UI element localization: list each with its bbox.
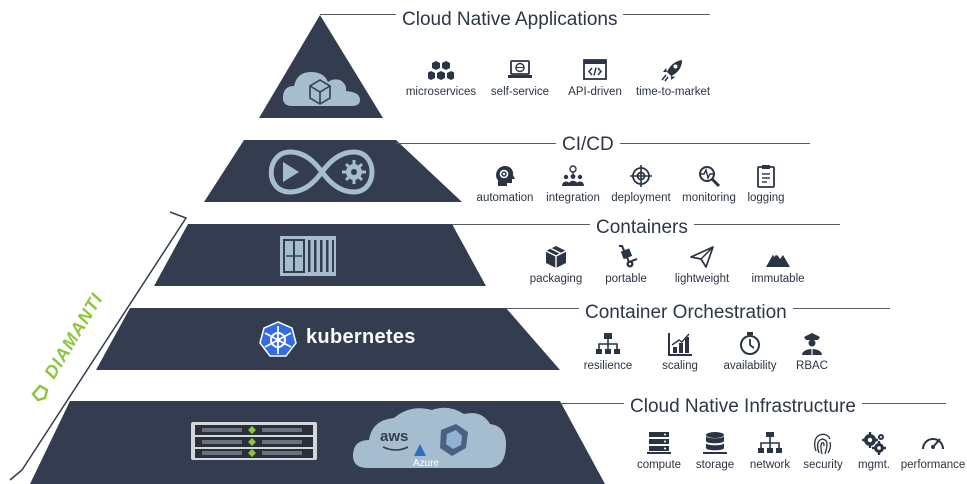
feature-item: immutable bbox=[733, 245, 823, 286]
server-rack-icon bbox=[191, 422, 317, 460]
feature-item: time-to-market bbox=[628, 58, 718, 99]
diamanti-bracket bbox=[9, 211, 188, 481]
kubernetes-wordmark: kubernetes bbox=[306, 326, 416, 348]
feature-item: performance bbox=[888, 431, 967, 472]
speedometer-icon bbox=[922, 438, 944, 450]
feature-label: compute bbox=[636, 459, 682, 471]
tier-4-title: Container Orchestration bbox=[579, 302, 793, 324]
tier-5-title: Cloud Native Infrastructure bbox=[624, 396, 862, 418]
feature-item: automation bbox=[460, 164, 550, 205]
network-tree-icon bbox=[758, 432, 782, 453]
feature-label: storage bbox=[695, 459, 735, 471]
head-gear-icon bbox=[496, 165, 515, 186]
feature-item: API-driven bbox=[550, 58, 640, 99]
laptop-globe-icon bbox=[508, 60, 532, 78]
rocket-icon bbox=[661, 60, 682, 82]
feature-label: availability bbox=[723, 360, 777, 372]
gears-icon bbox=[862, 432, 886, 455]
feature-label: integration bbox=[546, 192, 600, 204]
feature-label: monitoring bbox=[682, 192, 736, 204]
feature-label: mgmt. bbox=[858, 459, 890, 471]
shipping-container-icon bbox=[280, 236, 336, 276]
tier-5-shape bbox=[30, 401, 605, 484]
feature-label: immutable bbox=[751, 273, 805, 285]
diamanti-logo-icon bbox=[31, 384, 49, 402]
tier-4-shape bbox=[96, 308, 560, 370]
feature-label: time-to-market bbox=[635, 86, 711, 98]
feature-item: monitoring bbox=[664, 164, 754, 205]
officer-icon bbox=[802, 333, 822, 355]
feature-item: lightweight bbox=[657, 245, 747, 286]
feature-item: mgmt. bbox=[829, 431, 919, 472]
server-stack-icon bbox=[647, 432, 671, 454]
feature-item: microservices bbox=[396, 58, 486, 99]
fingerprint-icon bbox=[814, 433, 832, 455]
feature-item: scaling bbox=[635, 332, 725, 373]
cloud-cube-icon bbox=[282, 72, 360, 106]
feature-label: scaling bbox=[662, 360, 698, 372]
feature-label: performance bbox=[900, 459, 966, 471]
hand-truck-icon bbox=[619, 245, 638, 268]
feature-item: security bbox=[778, 431, 868, 472]
feature-label: network bbox=[749, 459, 791, 471]
bar-chart-icon bbox=[668, 333, 692, 356]
infinity-play-gear-icon bbox=[268, 149, 375, 195]
paper-plane-icon bbox=[690, 246, 714, 268]
stopwatch-icon bbox=[740, 332, 760, 355]
feature-item: resilience bbox=[563, 332, 653, 373]
feature-item: portable bbox=[581, 245, 671, 286]
tier-3-title: Containers bbox=[590, 217, 694, 239]
feature-label: API-driven bbox=[568, 86, 622, 98]
target-icon bbox=[630, 165, 652, 187]
mountain-icon bbox=[766, 251, 790, 267]
aws-label: aws bbox=[380, 428, 409, 445]
azure-label: Azure bbox=[413, 458, 440, 469]
feature-label: self-service bbox=[490, 86, 550, 98]
tier-1-title: Cloud Native Applications bbox=[396, 9, 624, 31]
feature-label: security bbox=[803, 459, 843, 471]
clipboard-doc-icon bbox=[757, 165, 775, 188]
feature-item: storage bbox=[670, 431, 760, 472]
feature-label: automation bbox=[476, 192, 534, 204]
database-icon bbox=[703, 432, 727, 454]
code-window-icon bbox=[583, 59, 607, 80]
feature-label: logging bbox=[747, 192, 785, 204]
feature-label: resilience bbox=[583, 360, 633, 372]
feature-label: RBAC bbox=[796, 360, 828, 372]
box-icon bbox=[545, 246, 567, 268]
feature-item: packaging bbox=[511, 245, 601, 286]
feature-item: logging bbox=[721, 164, 811, 205]
feature-item: deployment bbox=[596, 164, 686, 205]
kubernetes-logo-icon bbox=[259, 321, 297, 357]
team-pin-icon bbox=[562, 165, 584, 186]
magnifier-pulse-icon bbox=[699, 166, 721, 188]
feature-label: deployment bbox=[611, 192, 671, 204]
feature-label: packaging bbox=[529, 273, 583, 285]
feature-item: compute bbox=[614, 431, 704, 472]
tier-2-title: CI/CD bbox=[556, 134, 620, 156]
feature-item: availability bbox=[705, 332, 795, 373]
cloud-providers-icon bbox=[352, 407, 506, 468]
feature-label: lightweight bbox=[674, 273, 730, 285]
feature-item: RBAC bbox=[767, 332, 857, 373]
feature-item: network bbox=[725, 431, 815, 472]
feature-item: integration bbox=[528, 164, 618, 205]
hexagon-cluster-icon bbox=[428, 61, 454, 80]
feature-label: portable bbox=[605, 273, 647, 285]
tier-2-shape bbox=[204, 140, 462, 202]
feature-item: self-service bbox=[475, 58, 565, 99]
org-tree-icon bbox=[596, 333, 620, 354]
feature-label: microservices bbox=[405, 86, 477, 98]
